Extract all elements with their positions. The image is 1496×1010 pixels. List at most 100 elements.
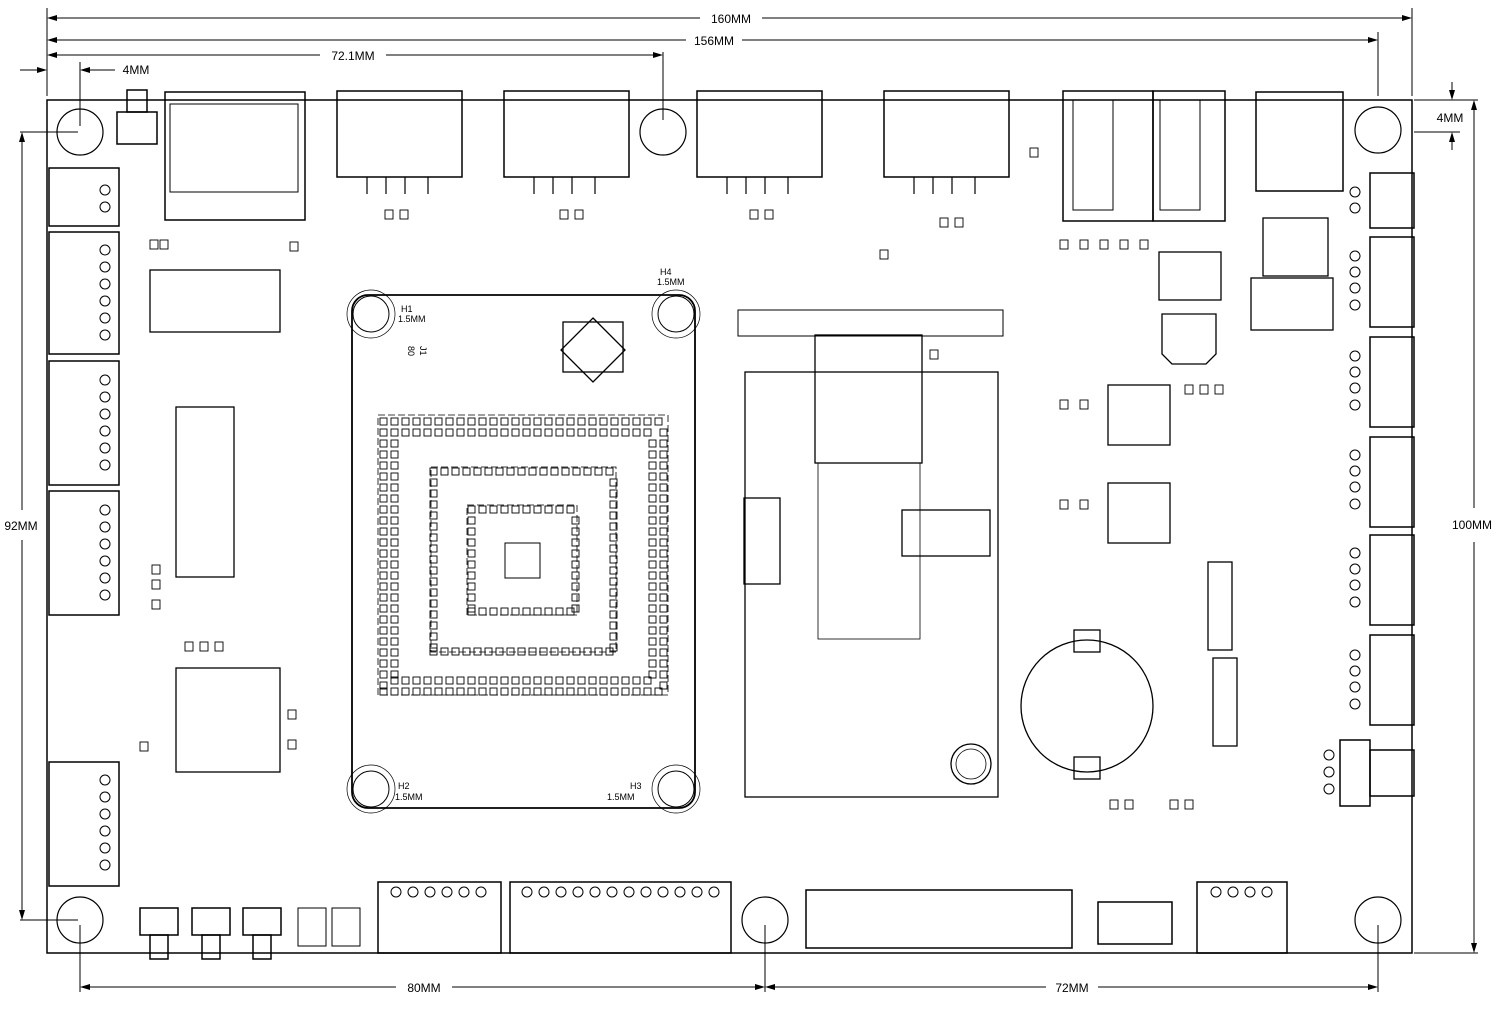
smd-pad xyxy=(287,739,297,750)
smd-pad xyxy=(139,741,149,752)
smd-pad xyxy=(467,516,476,525)
smd-pad xyxy=(939,217,949,228)
smd-pad xyxy=(533,505,542,514)
mounting-hole-top-right xyxy=(1354,106,1402,154)
smd-pad xyxy=(610,417,619,426)
smd-pad xyxy=(390,582,399,591)
smd-pad xyxy=(467,604,476,613)
smd-pad xyxy=(390,472,399,481)
smd-pad xyxy=(599,687,608,696)
smd-pad xyxy=(544,607,553,616)
smd-pad xyxy=(1059,399,1069,410)
smd-pad xyxy=(609,533,618,542)
smd-pad xyxy=(390,659,399,668)
smd-pad xyxy=(429,555,438,564)
smd-pad xyxy=(599,428,608,437)
smd-pad xyxy=(648,549,657,558)
smd-pad xyxy=(390,461,399,470)
dim-72-1mm-label: 72.1MM xyxy=(331,49,374,63)
smd-pad xyxy=(467,571,476,580)
smd-pad xyxy=(533,607,542,616)
smd-pad xyxy=(390,676,399,685)
smd-pad xyxy=(429,566,438,575)
smd-pad xyxy=(390,538,399,547)
smd-pad xyxy=(429,643,438,652)
smd-pad xyxy=(467,593,476,602)
smd-pad xyxy=(506,467,515,476)
smd-pad xyxy=(500,428,509,437)
smd-pad xyxy=(659,571,668,580)
smd-pad xyxy=(599,676,608,685)
smd-pad xyxy=(429,588,438,597)
smd-pad xyxy=(484,647,493,656)
smd-pad xyxy=(533,428,542,437)
dim-4mm-right-label: 4MM xyxy=(1437,111,1464,125)
smd-pad xyxy=(379,637,388,646)
smd-pad xyxy=(659,450,668,459)
smd-pad xyxy=(648,582,657,591)
smd-pad xyxy=(379,538,388,547)
smd-pad xyxy=(588,428,597,437)
smd-pad xyxy=(500,676,509,685)
smd-pad xyxy=(648,659,657,668)
dimension-lines xyxy=(20,8,1478,992)
smd-pad xyxy=(561,467,570,476)
smd-pad xyxy=(511,428,520,437)
smd-pad xyxy=(522,607,531,616)
smd-pad xyxy=(390,670,399,679)
hole-h4-ref: H4 xyxy=(660,267,672,277)
smd-pad xyxy=(659,549,668,558)
smd-pad xyxy=(478,676,487,685)
smd-pad xyxy=(379,527,388,536)
smd-pad xyxy=(429,489,438,498)
smd-pad xyxy=(214,641,224,652)
smd-pad xyxy=(621,428,630,437)
hole-h2-size: 1.5MM xyxy=(395,792,423,802)
bottom-connector-pins xyxy=(390,886,1273,898)
smd-pad xyxy=(511,687,520,696)
smd-pad xyxy=(648,593,657,602)
smd-pad xyxy=(506,647,515,656)
smd-pad xyxy=(571,549,580,558)
smd-pad xyxy=(489,676,498,685)
smd-pad xyxy=(522,687,531,696)
smd-pad xyxy=(583,647,592,656)
smd-pad xyxy=(648,648,657,657)
smd-pad xyxy=(412,676,421,685)
hole-h4-size: 1.5MM xyxy=(657,277,685,287)
smd-pad xyxy=(445,417,454,426)
smd-pad xyxy=(544,428,553,437)
smd-pad xyxy=(588,687,597,696)
smd-pad xyxy=(379,516,388,525)
smd-pad xyxy=(659,604,668,613)
smd-pad xyxy=(528,647,537,656)
smd-pad xyxy=(764,209,774,220)
smd-pad xyxy=(390,428,399,437)
smd-pad xyxy=(879,249,889,260)
smd-pad xyxy=(412,687,421,696)
smd-pad xyxy=(659,637,668,646)
smd-pad xyxy=(500,607,509,616)
hole-h1-ref: H1 xyxy=(401,304,413,314)
smd-pad xyxy=(528,467,537,476)
mounting-holes xyxy=(56,106,1402,944)
smd-pad xyxy=(648,516,657,525)
smd-pad xyxy=(401,687,410,696)
smd-pad xyxy=(574,209,584,220)
smd-pad xyxy=(648,560,657,569)
hole-labels: H1 1.5MM H4 1.5MM H2 1.5MM H3 1.5MM J1 8… xyxy=(395,267,685,802)
smd-pad xyxy=(588,676,597,685)
smd-pad xyxy=(434,687,443,696)
smd-pad xyxy=(511,505,520,514)
dim-4mm-top-left-label: 4MM xyxy=(123,63,150,77)
smd-pad xyxy=(609,478,618,487)
smd-pad xyxy=(659,615,668,624)
smd-pad xyxy=(429,467,438,476)
smd-pad xyxy=(648,461,657,470)
smd-pad xyxy=(648,626,657,635)
smd-pad xyxy=(500,687,509,696)
smd-pad xyxy=(184,641,194,652)
smd-pad xyxy=(159,239,169,250)
smd-pad xyxy=(659,560,668,569)
